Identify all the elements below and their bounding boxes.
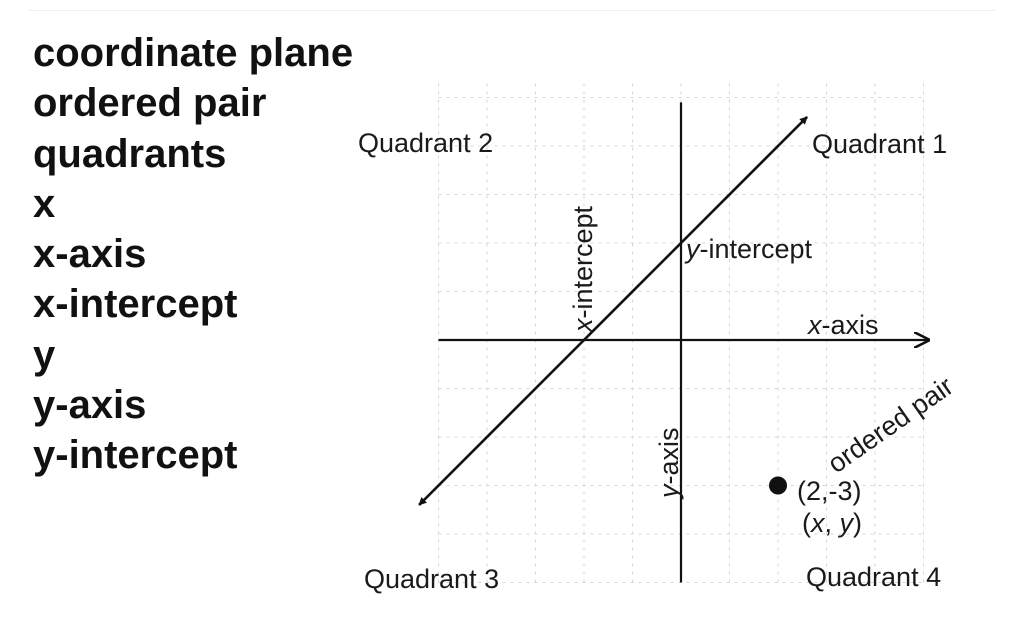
ordered-pair-label: ordered pair (822, 371, 958, 479)
x-axis-label: x-axis (806, 310, 879, 340)
vocab-term: x-intercept (33, 282, 238, 327)
graph-line (418, 115, 809, 506)
quadrant-3-label: Quadrant 3 (364, 564, 499, 594)
y-intercept-label: y-intercept (684, 234, 813, 264)
x-intercept-label: x-intercept (568, 205, 598, 334)
plotted-point (769, 476, 787, 495)
vocab-term: y (33, 332, 56, 377)
vocab-term: x-axis (33, 232, 147, 277)
vocab-term: ordered pair (33, 81, 267, 126)
quadrant-2-label: Quadrant 2 (358, 128, 493, 158)
point-coordinates: (2,-3) (797, 476, 862, 506)
vocabulary-list: coordinate plane ordered pair quadrants … (33, 28, 353, 481)
y-axis-label: y-axis (654, 427, 684, 500)
top-divider (28, 10, 996, 11)
vocab-term: coordinate plane (33, 31, 354, 75)
vocab-term: y-intercept (33, 433, 238, 478)
vocab-term: quadrants (33, 131, 227, 176)
vocab-term: x (33, 181, 56, 226)
point-generic-form: (x, y) (802, 508, 862, 538)
quadrant-4-label: Quadrant 4 (806, 562, 941, 592)
quadrant-1-label: Quadrant 1 (812, 129, 947, 159)
vocab-term: y-axis (33, 383, 147, 428)
